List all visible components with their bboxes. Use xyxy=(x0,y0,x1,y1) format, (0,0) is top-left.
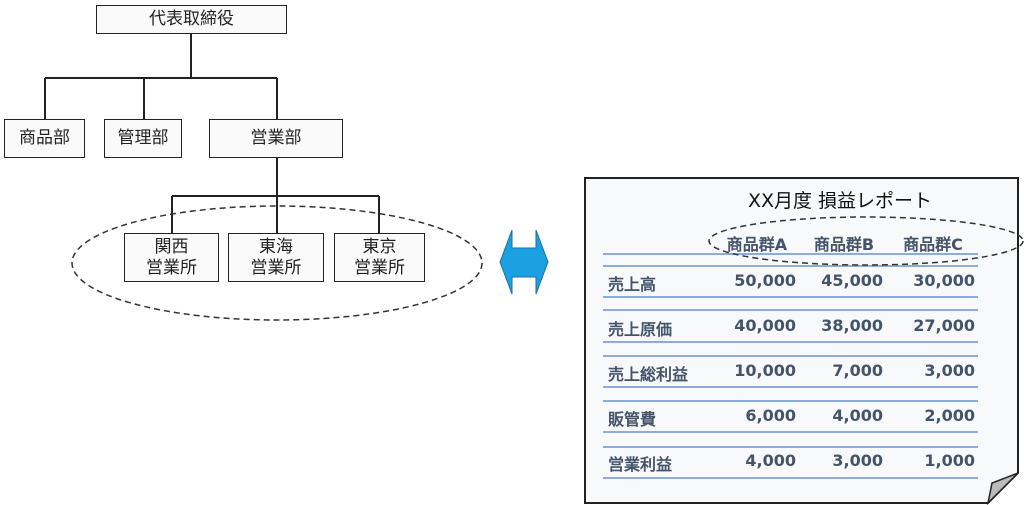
branch-name: 東海 xyxy=(259,236,293,257)
branches-highlight-ellipse xyxy=(71,205,483,321)
row-label: 営業利益 xyxy=(608,455,673,474)
branch-type: 営業所 xyxy=(354,257,405,278)
row-value: 50,000 xyxy=(734,271,796,290)
column-header-b: 商品群B xyxy=(813,235,875,254)
org-connectors xyxy=(44,33,380,233)
row-value: 7,000 xyxy=(832,361,883,380)
double-arrow-icon xyxy=(499,229,549,295)
row-value: 3,000 xyxy=(832,451,883,470)
branch-type: 営業所 xyxy=(250,257,302,278)
column-header-c: 商品群C xyxy=(903,235,963,254)
row-value: 30,000 xyxy=(913,271,975,290)
org-node-tokyo-branch: 東京 営業所 xyxy=(334,233,425,282)
row-value: 27,000 xyxy=(913,316,975,335)
row-label: 売上高 xyxy=(608,275,657,294)
branch-name: 東京 xyxy=(362,236,397,257)
columns-highlight-ellipse xyxy=(708,216,1024,266)
org-node-ceo: 代表取締役 xyxy=(96,5,287,34)
row-value: 2,000 xyxy=(924,406,975,425)
branch-name: 関西 xyxy=(154,236,189,257)
row-value: 10,000 xyxy=(734,361,796,380)
row-value: 38,000 xyxy=(821,316,883,335)
row-value: 3,000 xyxy=(924,361,975,380)
org-node-admin-dept: 管理部 xyxy=(104,119,182,158)
row-label: 売上総利益 xyxy=(608,365,689,384)
row-value: 4,000 xyxy=(832,406,883,425)
row-value: 4,000 xyxy=(745,451,796,470)
report-title: XX月度 損益レポート xyxy=(747,190,933,212)
row-value: 45,000 xyxy=(821,271,883,290)
report-row-lines xyxy=(603,253,978,479)
org-node-product-dept: 商品部 xyxy=(4,119,85,158)
org-node-kansai-branch: 関西 営業所 xyxy=(124,233,219,282)
row-label: 販管費 xyxy=(608,410,657,429)
org-node-tokai-branch: 東海 営業所 xyxy=(228,233,324,282)
branch-type: 営業所 xyxy=(146,257,197,278)
row-value: 1,000 xyxy=(924,451,975,470)
folded-corner-icon xyxy=(986,472,1019,505)
row-value: 6,000 xyxy=(745,406,796,425)
row-label: 売上原価 xyxy=(608,320,673,339)
column-header-a: 商品群A xyxy=(726,235,788,254)
org-node-sales-dept: 営業部 xyxy=(209,119,343,158)
row-value: 40,000 xyxy=(734,316,796,335)
